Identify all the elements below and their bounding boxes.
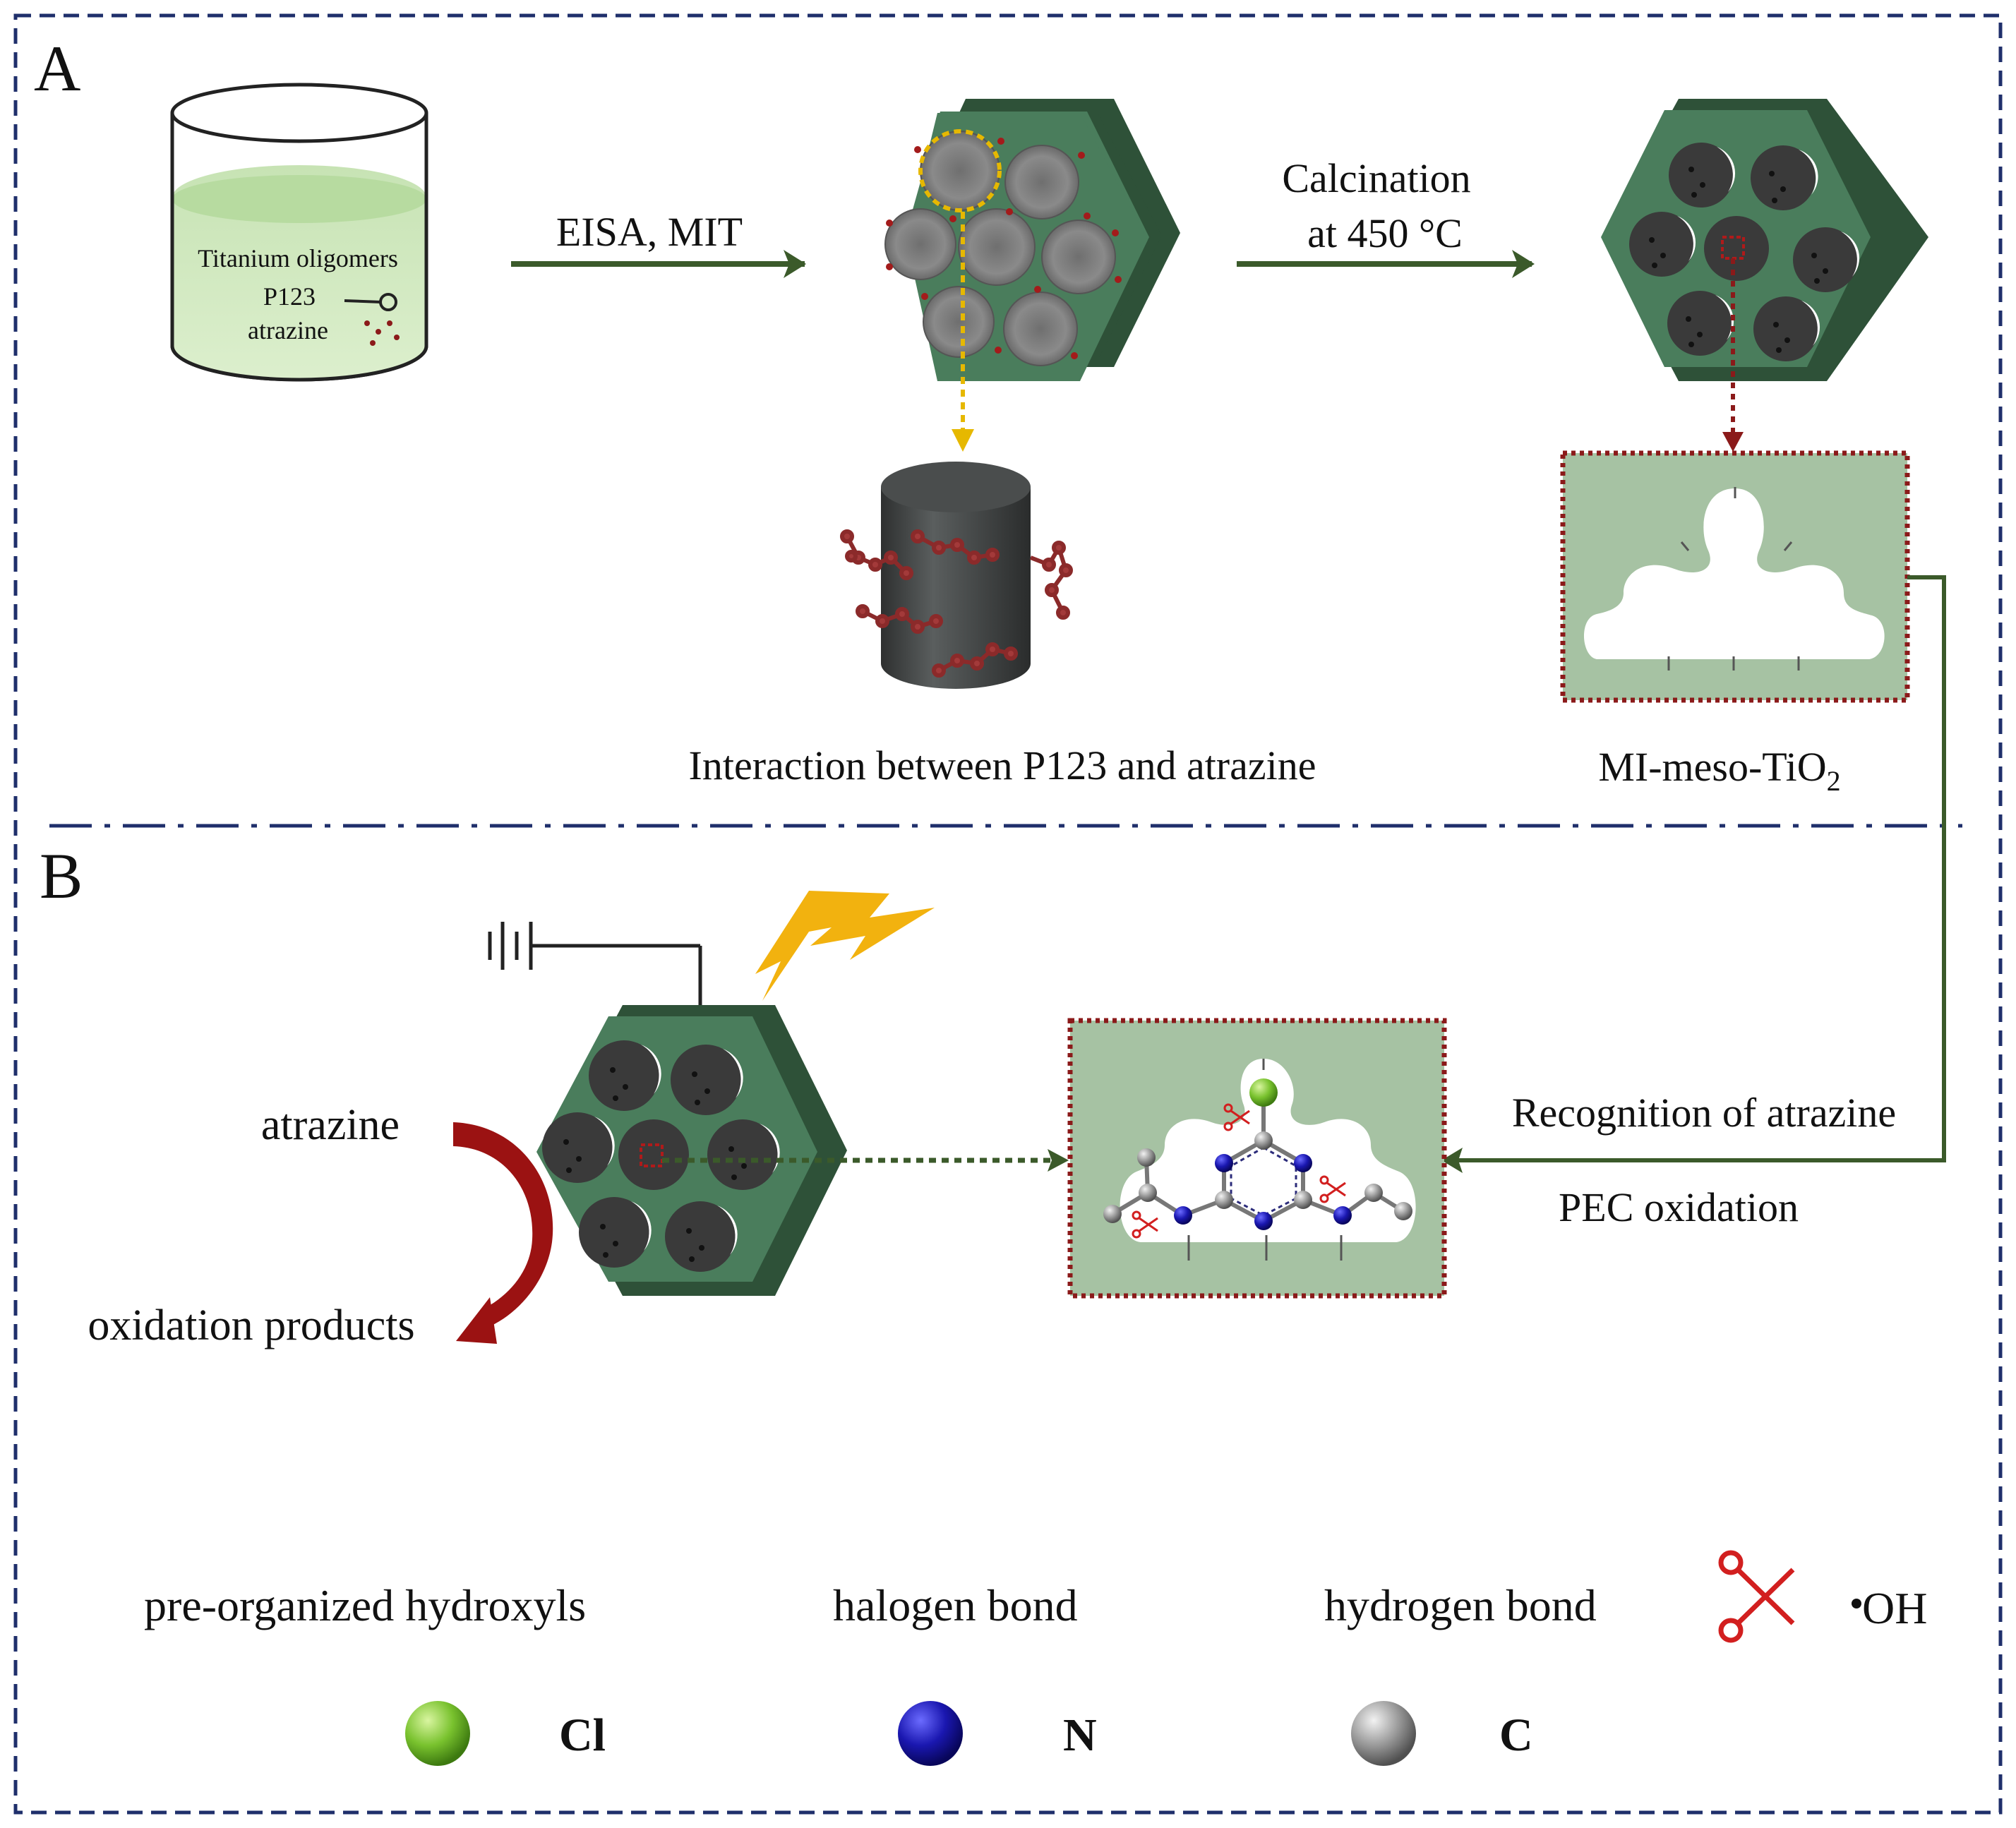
recognition-label: Recognition of atrazine (1512, 1090, 1896, 1136)
step2-label-line1: Calcination (1282, 155, 1470, 201)
beaker-line-atrazine: atrazine (248, 316, 328, 344)
halogen-bond-icon (745, 1578, 814, 1646)
pore (1793, 227, 1858, 292)
pore (665, 1201, 736, 1272)
carbon-atom-icon (1351, 1701, 1416, 1766)
legend-hydroxyl-radical: OH (1862, 1583, 1927, 1633)
micelles (884, 131, 1116, 366)
chlorine-atom-icon (405, 1701, 470, 1766)
material-caption-main: MI-meso-TiO (1598, 744, 1826, 790)
pore (618, 1119, 689, 1190)
highlight-micelle-ring (918, 129, 1002, 212)
cavity-box-imprinted (1560, 450, 1910, 703)
atrazine-label: atrazine (261, 1101, 400, 1149)
pore (1704, 216, 1769, 281)
pore (1669, 143, 1734, 208)
pore (1629, 212, 1694, 277)
beaker-line-titanium: Titanium oligomers (198, 244, 398, 272)
lightning-icon (755, 891, 935, 1001)
outer-frame (13, 13, 2003, 1815)
step1-label: EISA, MIT (556, 209, 743, 255)
pore (1751, 145, 1816, 210)
pore (1753, 296, 1818, 361)
panel-label-b: B (40, 840, 83, 912)
pores-top-right (1629, 143, 1860, 361)
radical-dot (1852, 1599, 1861, 1608)
beaker (170, 83, 428, 382)
legend-hydrogen-bond: hydrogen bond (1324, 1580, 1597, 1630)
legend-carbon: C (1499, 1709, 1533, 1761)
legend-chlorine: Cl (559, 1709, 606, 1761)
p123-symbol (344, 293, 397, 311)
pore-highlight-square-bottom (640, 1143, 664, 1167)
scissors-icon (1718, 1550, 1795, 1643)
legend-nitrogen: N (1063, 1709, 1097, 1761)
battery-symbol (488, 922, 702, 1008)
micelle (923, 286, 995, 358)
legend-pre-organized-hydroxyls: pre-organized hydroxyls (144, 1580, 586, 1630)
hydrogen-bond-icon (1237, 1578, 1307, 1646)
micelle (1041, 220, 1116, 294)
nitrogen-atom-icon (898, 1701, 963, 1766)
curved-reaction-arrow (453, 1122, 553, 1344)
beaker-line-p123: P123 (263, 282, 316, 311)
pec-label: PEC oxidation (1559, 1184, 1799, 1230)
material-caption: MI-meso-TiO2 (1598, 744, 1840, 797)
micelle-red-dots (886, 138, 1122, 359)
pore (671, 1045, 741, 1115)
cavity-box-bound (1067, 1018, 1447, 1299)
micelle (1003, 291, 1078, 366)
legend: pre-organized hydroxyls halogen bond hyd… (64, 1550, 1927, 1766)
atrazine-dots (364, 320, 400, 346)
material-caption-subscript: 2 (1827, 765, 1841, 797)
panel-label-a: A (34, 32, 80, 104)
pore (589, 1040, 659, 1111)
pore (579, 1197, 649, 1268)
micelle (958, 208, 1036, 286)
pore (1667, 291, 1732, 356)
atrazine-chains (840, 529, 1073, 678)
pore (542, 1112, 613, 1183)
step2-label-line2: at 450 °C (1307, 210, 1463, 256)
pre-organized-hydroxyl-icon (64, 1578, 133, 1646)
connector-line (1453, 575, 1946, 1162)
interaction-caption: Interaction between P123 and atrazine (689, 742, 1316, 788)
pores-electrode (542, 1040, 780, 1272)
micelle (884, 208, 956, 280)
oxidation-products-label: oxidation products (88, 1301, 414, 1349)
pore (707, 1119, 778, 1190)
micelle (1004, 145, 1079, 220)
legend-halogen-bond: halogen bond (833, 1580, 1078, 1630)
